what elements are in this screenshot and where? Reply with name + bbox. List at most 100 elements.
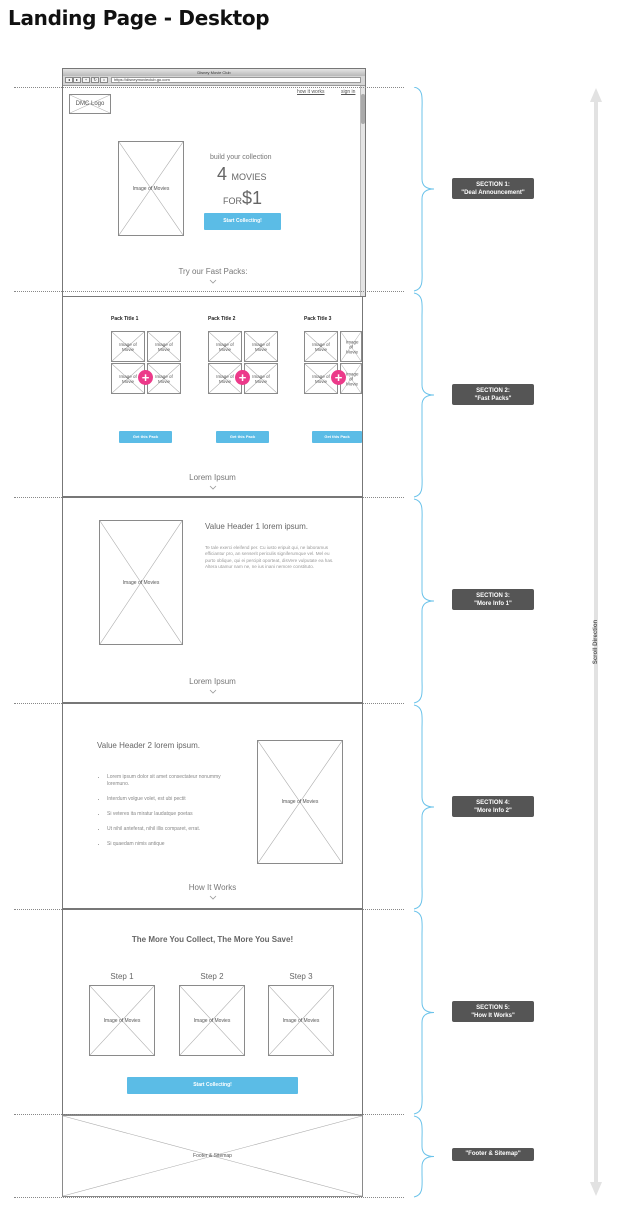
- get-pack-button[interactable]: Get this Pack: [119, 431, 172, 443]
- start-collecting-button-bottom[interactable]: Start Collecting!: [127, 1077, 298, 1094]
- chevron-down-icon[interactable]: [209, 688, 217, 696]
- callout-subheading: "How It Works": [471, 1013, 515, 1019]
- get-pack-button[interactable]: Get this Pack: [216, 431, 269, 443]
- hero-subheadline: build your collection: [210, 154, 272, 161]
- callout-subheading: "Footer & Sitemap": [465, 1151, 521, 1157]
- section-more-info-2: Value Header 2 lorem ipsum. Lorem ipsum …: [62, 703, 363, 909]
- hero-image-label: Image of Movies: [132, 185, 170, 192]
- how-it-works-link[interactable]: how it works: [297, 89, 325, 95]
- step-label: Step 2: [200, 972, 224, 981]
- step-1-image-placeholder: Image of Movies: [89, 985, 155, 1056]
- pack-tile-label: Image of Movie: [346, 371, 359, 386]
- section4-next-label: How It Works: [188, 883, 237, 892]
- step-3-image-placeholder: Image of Movies: [268, 985, 334, 1056]
- pack-title: Pack Title 1: [111, 316, 139, 322]
- section-brace: [413, 498, 435, 704]
- browser-scrollbar[interactable]: [360, 86, 365, 296]
- section-divider: [14, 291, 404, 292]
- price-for: FOR: [223, 196, 242, 206]
- browser-window: Disney Movie Club ◂ ▸ + ↻ ⌂ https://disn…: [62, 68, 366, 297]
- logo-label: DMC Logo: [75, 101, 105, 107]
- scrollbar-thumb[interactable]: [361, 94, 365, 124]
- pack-movie-tile: Image of Movie: [340, 363, 362, 394]
- add-bookmark-button[interactable]: +: [82, 77, 90, 83]
- start-collecting-button[interactable]: Start Collecting!: [204, 213, 281, 230]
- hero-headline-price: FOR$1: [223, 188, 262, 209]
- scroll-label-wrap: Scroll Direction: [566, 620, 623, 664]
- callout-subheading: "Fast Packs": [474, 396, 512, 402]
- bullet-item: Si quaedam nimis antique: [107, 841, 237, 848]
- add-pack-plus-icon[interactable]: +: [331, 370, 346, 385]
- callout-subheading: "More Info 1": [474, 601, 512, 607]
- browser-toolbar: ◂ ▸ + ↻ ⌂ https://disneymovieclub.go.com: [63, 76, 365, 86]
- step-2-image-placeholder: Image of Movies: [179, 985, 245, 1056]
- chevron-down-icon[interactable]: [209, 278, 217, 286]
- get-pack-button[interactable]: Get this Pack: [312, 431, 362, 443]
- fast-packs-teaser: Try our Fast Packs:: [178, 267, 248, 276]
- callout-heading: SECTION 1:: [476, 182, 510, 188]
- callout-section-1: SECTION 1: "Deal Announcement": [452, 178, 534, 199]
- hero-headline-count: 4 MOVIES: [217, 164, 266, 185]
- step-image-label: Image of Movies: [193, 1017, 231, 1024]
- section-how-it-works: The More You Collect, The More You Save!…: [62, 909, 363, 1115]
- pack-movie-tile: Image of Movie: [208, 331, 242, 362]
- section-divider: [14, 87, 404, 88]
- pack-tile-label: Image of Movie: [252, 341, 270, 352]
- footer-label: Footer & Sitemap: [193, 1153, 232, 1159]
- section-brace: [413, 704, 435, 910]
- section-divider: [14, 1114, 404, 1115]
- pack-movie-tile: Image of Movie: [111, 331, 145, 362]
- step-image-label: Image of Movies: [282, 1017, 320, 1024]
- pack-title: Pack Title 3: [304, 316, 332, 322]
- sign-in-link[interactable]: sign in: [341, 89, 356, 95]
- forward-button[interactable]: ▸: [73, 77, 81, 83]
- chevron-down-icon[interactable]: [209, 894, 217, 902]
- info2-image-placeholder: Image of Movies: [257, 740, 343, 864]
- value-header-2: Value Header 2 lorem ipsum.: [97, 741, 201, 750]
- footer-placeholder: Footer & Sitemap: [62, 1115, 363, 1197]
- callout-footer: "Footer & Sitemap": [452, 1148, 534, 1161]
- value-body-1: Te tale exerci eleifend per. Cu iusto er…: [205, 545, 334, 570]
- add-pack-plus-icon[interactable]: +: [235, 370, 250, 385]
- callout-heading: SECTION 2:: [476, 388, 510, 394]
- bullet-item: Interdum volgue volet, est ubi pectit: [107, 796, 237, 803]
- how-it-works-header: The More You Collect, The More You Save!: [131, 935, 294, 944]
- logo-placeholder[interactable]: DMC Logo: [69, 94, 111, 114]
- step-label: Step 1: [110, 972, 134, 981]
- pack-tile-label: Image of Movie: [155, 341, 173, 352]
- value-bullet-list: Lorem ipsum dolor sit amet consectateur …: [97, 774, 237, 856]
- section-brace: [413, 910, 435, 1115]
- add-pack-plus-icon[interactable]: +: [138, 370, 153, 385]
- callout-heading: SECTION 4:: [476, 800, 510, 806]
- callout-section-5: SECTION 5: "How It Works": [452, 1001, 534, 1022]
- section2-next-label: Lorem Ipsum: [189, 473, 236, 482]
- bullet-item: Si veteres ita miratur laudatque poetas: [107, 811, 237, 818]
- info2-image-label: Image of Movies: [281, 799, 319, 805]
- step-label: Step 3: [289, 972, 313, 981]
- callout-heading: SECTION 3:: [476, 593, 510, 599]
- section-divider: [14, 1197, 404, 1198]
- callout-heading: SECTION 5:: [476, 1005, 510, 1011]
- pack-tile-label: Image of Movie: [346, 339, 359, 354]
- chevron-down-icon[interactable]: [209, 484, 217, 492]
- back-button[interactable]: ◂: [65, 77, 73, 83]
- home-button[interactable]: ⌂: [100, 77, 108, 83]
- pack-tile-label: Image of Movie: [312, 341, 330, 352]
- callout-subheading: "More Info 2": [474, 808, 512, 814]
- step-image-label: Image of Movies: [103, 1017, 141, 1024]
- info1-image-placeholder: Image of Movies: [99, 520, 183, 645]
- value-header-1: Value Header 1 lorem ipsum.: [205, 522, 309, 531]
- url-field[interactable]: https://disneymovieclub.go.com: [111, 77, 361, 83]
- info1-image-label: Image of Movies: [122, 579, 160, 586]
- callout-section-2: SECTION 2: "Fast Packs": [452, 384, 534, 405]
- pack-tile-label: Image of Movie: [119, 373, 137, 384]
- bullet-item: Lorem ipsum dolor sit amet consectateur …: [107, 774, 237, 788]
- pack-tile-label: Image of Movie: [155, 373, 173, 384]
- scroll-direction-arrow: [590, 88, 602, 1196]
- pack-tile-label: Image of Movie: [216, 341, 234, 352]
- section-brace: [413, 292, 435, 498]
- callout-section-3: SECTION 3: "More Info 1": [452, 589, 534, 610]
- reload-button[interactable]: ↻: [91, 77, 99, 83]
- price-value: $1: [242, 188, 263, 208]
